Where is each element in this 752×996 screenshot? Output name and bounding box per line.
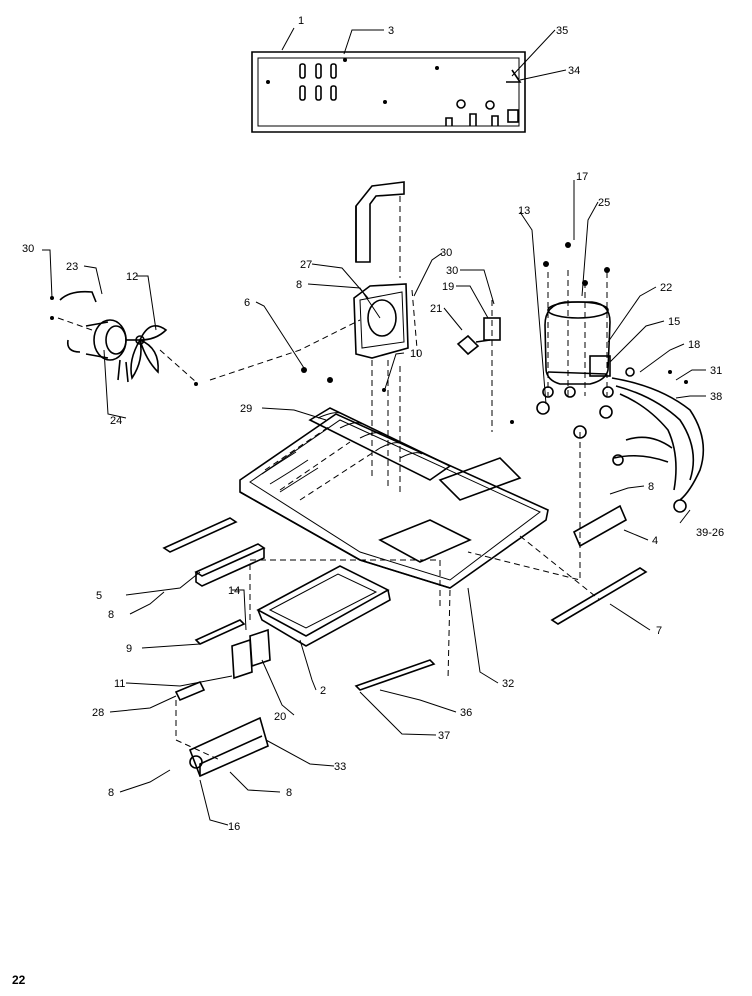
part-number-labels: 1 3 35 34 17 25 13 30 23 12 27 8 30 30 1… bbox=[22, 15, 724, 833]
label-part-8: 8 bbox=[648, 481, 654, 493]
label-part-8: 8 bbox=[108, 609, 114, 621]
small-components bbox=[301, 317, 514, 424]
label-part-7: 7 bbox=[656, 625, 662, 637]
label-part-30: 30 bbox=[446, 265, 458, 277]
label-part-5: 5 bbox=[96, 590, 102, 602]
label-part-25: 25 bbox=[598, 197, 610, 209]
page-number: 22 bbox=[12, 973, 26, 987]
label-part-31: 31 bbox=[710, 365, 722, 377]
label-part-28: 28 bbox=[92, 707, 104, 719]
assembly-guide-lines bbox=[175, 300, 601, 761]
label-part-16: 16 bbox=[228, 821, 240, 833]
drain-tray bbox=[256, 565, 391, 647]
label-part-38: 38 bbox=[710, 391, 722, 403]
label-part-8: 8 bbox=[296, 279, 302, 291]
fan-motor-assembly bbox=[50, 290, 198, 386]
label-part-35: 35 bbox=[556, 25, 568, 37]
label-part-20: 20 bbox=[274, 711, 286, 723]
label-part-33: 33 bbox=[334, 761, 346, 773]
support-rails bbox=[162, 504, 648, 778]
label-part-18: 18 bbox=[688, 339, 700, 351]
rear-panel bbox=[251, 51, 526, 133]
label-part-14: 14 bbox=[228, 585, 240, 597]
fan-shroud bbox=[353, 181, 419, 361]
leader-lines bbox=[42, 27, 706, 826]
label-part-22: 22 bbox=[660, 282, 672, 294]
label-part-27: 27 bbox=[300, 259, 312, 271]
label-part-10: 10 bbox=[410, 348, 422, 360]
label-part-9: 9 bbox=[126, 643, 132, 655]
label-part-39-26: 39-26 bbox=[696, 527, 724, 539]
label-part-4: 4 bbox=[652, 535, 658, 547]
label-part-11: 11 bbox=[114, 678, 125, 690]
label-part-12: 12 bbox=[126, 271, 138, 283]
label-part-3: 3 bbox=[388, 25, 394, 37]
label-part-30: 30 bbox=[440, 247, 452, 259]
label-part-8: 8 bbox=[108, 787, 114, 799]
label-part-13: 13 bbox=[518, 205, 530, 217]
label-part-2: 2 bbox=[320, 685, 326, 697]
label-part-1: 1 bbox=[298, 15, 304, 27]
label-part-32: 32 bbox=[502, 678, 514, 690]
label-part-8: 8 bbox=[286, 787, 292, 799]
label-part-19: 19 bbox=[442, 281, 454, 293]
label-part-30: 30 bbox=[22, 243, 34, 255]
label-part-15: 15 bbox=[668, 316, 680, 328]
label-part-29: 29 bbox=[240, 403, 252, 415]
label-part-17: 17 bbox=[576, 171, 588, 183]
label-part-23: 23 bbox=[66, 261, 78, 273]
label-part-21: 21 bbox=[430, 303, 442, 315]
label-part-34: 34 bbox=[568, 65, 580, 77]
wiring-harness bbox=[611, 367, 705, 513]
compressor bbox=[536, 242, 614, 439]
label-part-6: 6 bbox=[244, 297, 250, 309]
label-part-36: 36 bbox=[460, 707, 472, 719]
label-part-24: 24 bbox=[110, 415, 122, 427]
base-pan bbox=[239, 407, 549, 589]
label-part-37: 37 bbox=[438, 730, 450, 742]
